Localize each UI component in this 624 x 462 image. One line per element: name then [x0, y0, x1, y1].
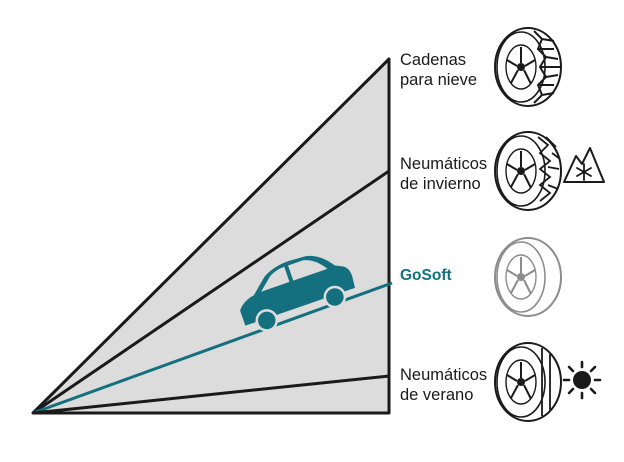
label-gosoft: GoSoft: [400, 266, 452, 286]
label-summer-tires-line1: Neumáticos: [400, 366, 488, 384]
summer-tire-line: [32, 374, 390, 415]
label-snow-chains: Cadenas para nieve: [400, 50, 477, 90]
winter-tire-icon: [494, 131, 562, 211]
sun-icon: [562, 360, 602, 400]
label-snow-chains-line1: Cadenas: [400, 51, 467, 69]
label-snow-chains-line2: para nieve: [400, 71, 478, 89]
mountain-snowflake-icon: [563, 147, 605, 183]
label-winter-tires-line1: Neumáticos: [400, 155, 488, 173]
label-summer-tires: Neumáticos de verano: [400, 365, 487, 405]
tire-with-snow-chains-icon: [494, 27, 562, 107]
label-winter-tires-line2: de invierno: [400, 175, 481, 193]
incline-triangle: [31, 57, 391, 415]
label-summer-tires-line2: de verano: [400, 386, 474, 404]
summer-tire-icon: [494, 342, 562, 422]
car-icon: [240, 255, 355, 332]
label-gosoft-text: GoSoft: [400, 267, 452, 284]
gosoft-tire-icon: [494, 237, 562, 317]
winter-tire-line: [32, 169, 390, 415]
label-winter-tires: Neumáticos de invierno: [400, 154, 487, 194]
